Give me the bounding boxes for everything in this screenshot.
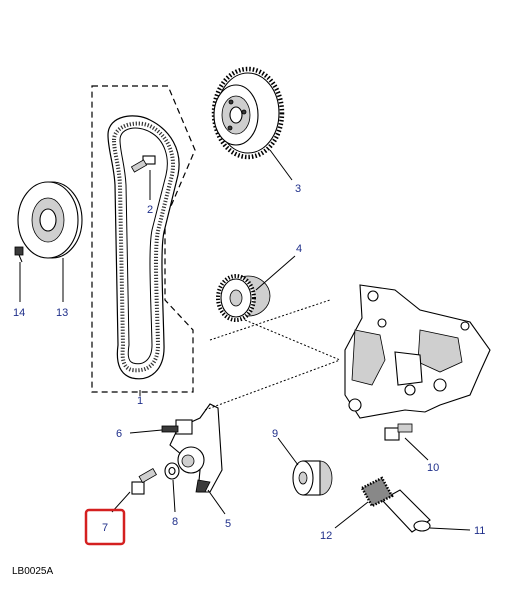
bolt-item-10 (384, 423, 413, 441)
crankshaft-pulley (17, 181, 83, 259)
leader-lines (19, 149, 471, 531)
highlight-box (84, 508, 126, 546)
camshaft-sprocket (211, 66, 285, 160)
callout-1: 1 (137, 395, 143, 407)
tensioner-bracket (169, 403, 223, 493)
bolt-item-7 (131, 467, 157, 495)
timing-belt (107, 115, 180, 380)
bolt-item-14 (14, 246, 24, 263)
callout-14: 14 (13, 307, 25, 319)
callout-10: 10 (427, 462, 439, 474)
tensioner-spring (360, 476, 394, 508)
washer-item-8 (164, 462, 180, 480)
callout-labels: 1 2 3 4 5 6 7 8 9 10 11 12 13 14 (13, 183, 485, 542)
tensioner-plunger (381, 489, 431, 533)
callout-13: 13 (56, 307, 68, 319)
oil-pump-housing (344, 284, 491, 419)
idler-pulley (292, 460, 333, 496)
callout-4: 4 (296, 243, 302, 255)
callout-11: 11 (474, 525, 485, 537)
callout-8: 8 (172, 516, 178, 528)
callout-7: 7 (102, 522, 108, 534)
crankshaft-sprocket (216, 274, 271, 322)
bolt-item-6 (161, 419, 193, 435)
callout-9: 9 (272, 428, 278, 440)
belt-group-outline (91, 85, 196, 393)
callout-2: 2 (147, 204, 153, 216)
callout-6: 6 (116, 428, 122, 440)
callout-12: 12 (320, 530, 332, 542)
callout-5: 5 (225, 518, 231, 530)
callout-3: 3 (295, 183, 301, 195)
figure-reference: LB0025A (12, 566, 53, 577)
bolt-item-2 (130, 155, 156, 173)
